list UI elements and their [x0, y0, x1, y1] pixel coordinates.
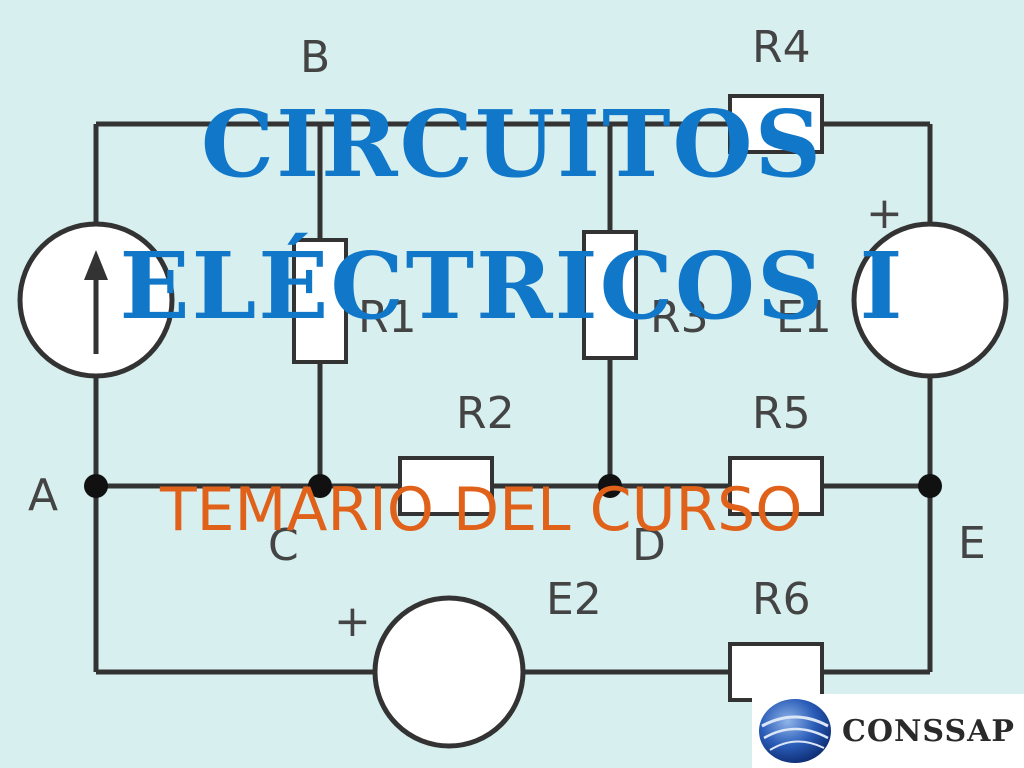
node-label-e: E — [958, 518, 986, 569]
title-line-1: CIRCUITOS — [200, 90, 824, 198]
junction-d — [598, 474, 622, 498]
voltage-source-e1 — [851, 221, 1009, 379]
plus-sign-e1: + — [866, 188, 903, 239]
resistor-r6 — [728, 642, 824, 702]
component-label-r6: R6 — [752, 574, 811, 625]
current-arrow-icon — [84, 250, 108, 354]
subtitle: TEMARIO DEL CURSO — [160, 475, 803, 545]
resistors — [292, 94, 824, 702]
component-label-e1: E1 — [776, 292, 832, 343]
resistor-r2 — [398, 456, 494, 516]
component-label-r4: R4 — [752, 22, 811, 73]
junction-c — [308, 474, 332, 498]
conssap-logo: CONSSAP — [752, 694, 1024, 768]
logo-text: CONSSAP — [842, 713, 1015, 749]
voltage-source-e2 — [372, 595, 526, 749]
resistor-r3 — [582, 230, 638, 360]
component-label-r2: R2 — [456, 388, 515, 439]
component-label-e2: E2 — [546, 574, 602, 625]
component-label-r5: R5 — [752, 388, 811, 439]
junction-e — [918, 474, 942, 498]
resistor-r5 — [728, 456, 824, 516]
plus-sign-e2: + — [334, 596, 371, 647]
junction-dots — [84, 474, 942, 498]
wires — [93, 121, 933, 675]
resistor-r4 — [728, 94, 824, 154]
globe-icon — [759, 699, 831, 763]
junction-a — [84, 474, 108, 498]
node-label-d: D — [632, 520, 666, 571]
node-label-b: B — [300, 32, 330, 83]
circuit-labels: B R4 A C D E R1 R2 R3 R5 R6 E1 E2 + + — [28, 22, 986, 647]
title-line-2: ELÉCTRICOS I — [119, 232, 905, 340]
resistor-r1 — [292, 238, 348, 364]
node-label-c: C — [268, 520, 299, 571]
component-label-r1: R1 — [358, 292, 417, 343]
component-label-r3: R3 — [650, 292, 709, 343]
node-label-a: A — [28, 470, 58, 521]
